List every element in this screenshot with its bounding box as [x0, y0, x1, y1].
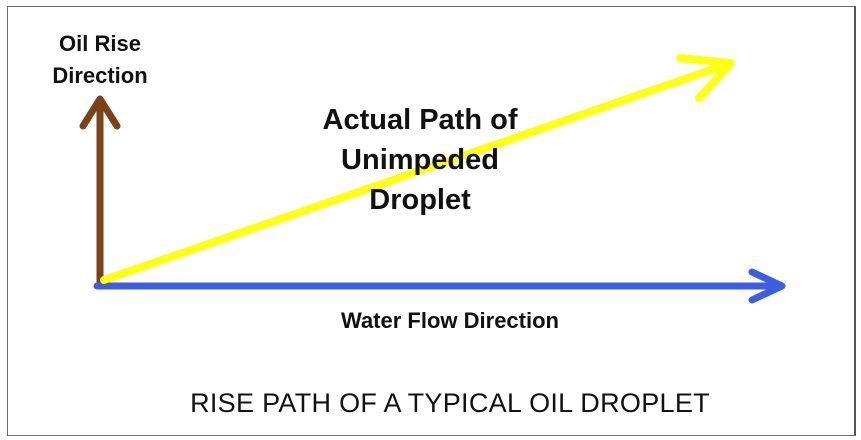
oil-rise-label-line: Oil Rise [59, 31, 141, 56]
actual-path-label-line: Droplet [369, 184, 471, 216]
diagram-caption: RISE PATH OF A TYPICAL OIL DROPLET [190, 388, 710, 418]
diagram-frame [7, 6, 856, 436]
actual-path-label-line: Actual Path of [322, 104, 518, 136]
actual-path-label: Actual Path of Unimpeded Droplet [280, 100, 560, 220]
oil-rise-label: Oil Rise Direction [20, 28, 180, 92]
actual-path-label-line: Unimpeded [341, 144, 499, 176]
oil-rise-arrow [79, 95, 121, 290]
water-flow-label: Water Flow Direction [341, 308, 559, 333]
droplet-path-arrow [100, 54, 735, 284]
water-flow-arrow [93, 268, 786, 304]
oil-rise-label-line: Direction [52, 63, 148, 88]
